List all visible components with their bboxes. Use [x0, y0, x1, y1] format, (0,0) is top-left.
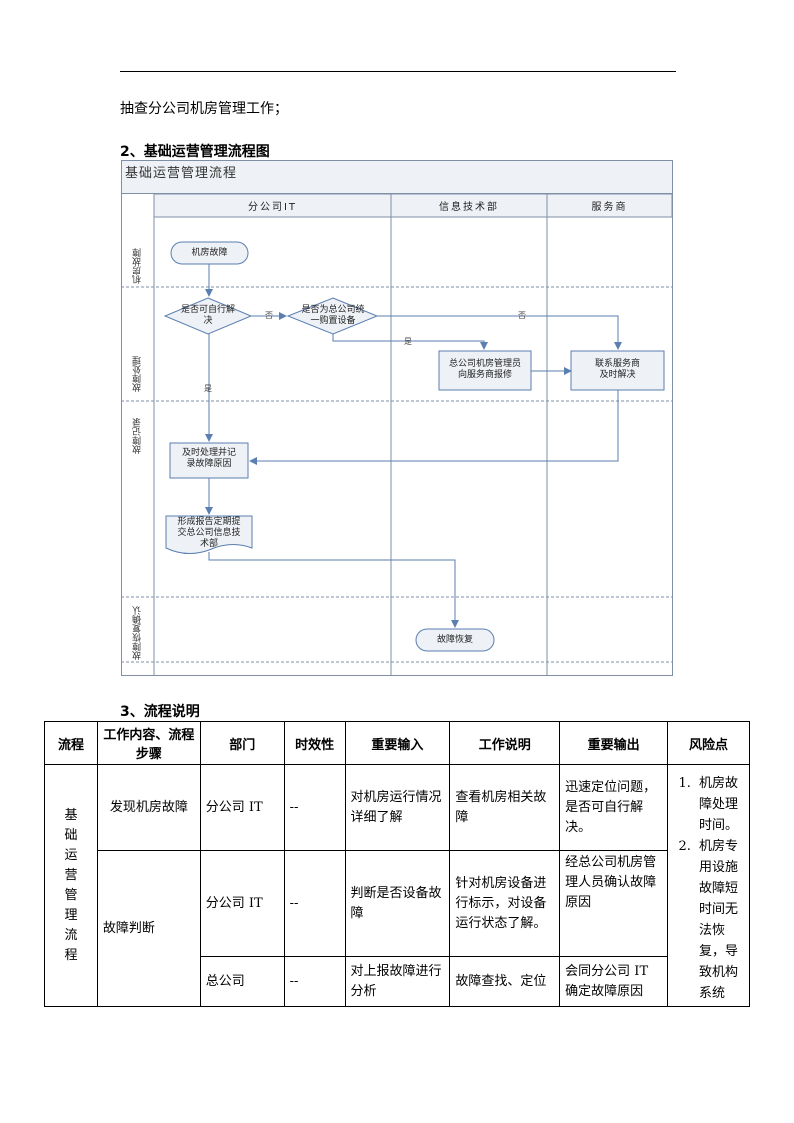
intro-paragraph: 抽查分公司机房管理工作；: [120, 101, 288, 117]
process-char: 流: [64, 927, 78, 943]
phase-label-confirm: 故障恢复确认: [133, 606, 143, 660]
timing-cell: --: [283, 764, 346, 851]
risk-cell: 机房故障处理时间。 机房专用设施故障短时间无法恢复，导致机构系统: [667, 764, 750, 1007]
hq-report-label-1: 总公司机房管理员: [448, 359, 521, 369]
table-row: 故障判断 分公司 IT -- 判断是否设备故障 针对机房设备进行标示，对设备运行…: [45, 850, 750, 1007]
decision-hq-equipment-label: 是否为总公司统一购置设备: [301, 305, 365, 326]
desc-cell: 针对机房设备进行标示，对设备运行状态了解。: [449, 850, 561, 957]
report-document: [165, 515, 253, 554]
phase-label-fault: 机房故障: [133, 248, 143, 284]
risk-list: 机房故障处理时间。 机房专用设施故障短时间无法恢复，导致机构系统: [673, 773, 744, 1004]
output-cell: 经总公司机房管理人员确认故障原因: [559, 850, 668, 957]
header-desc: 工作说明: [449, 721, 561, 765]
header-rule: [120, 71, 676, 72]
header-step: 工作内容、流程步骤: [96, 721, 201, 765]
report-label-1: 形成报告定期提: [177, 517, 241, 527]
dept-cell: 分公司 IT: [199, 764, 285, 851]
record-label-1: 及时处理并记: [181, 448, 236, 458]
vendor-label-1: 联系服务商: [594, 359, 640, 369]
vendor-label-2: 及时解决: [599, 370, 636, 380]
start-node-label: 机房故障: [191, 248, 228, 258]
flowchart-graphic: [121, 160, 673, 676]
table-row: 总公司 -- 对上报故障进行分析 故障查找、定位 会同分公司 IT 确定故障原因: [45, 956, 750, 1007]
input-cell: 对机房运行情况详细了解: [344, 764, 451, 851]
table-row: 基 础 运 营 管 理 流 程 发现机房故障 分公司 IT -- 对机房运行情况…: [44, 764, 750, 1007]
lane-vendor: 服务商: [591, 202, 628, 213]
header-output: 重要输出: [559, 721, 668, 765]
table-header-row: 流程 工作内容、流程步骤 部门 时效性 重要输入 工作说明 重要输出 风险点: [44, 721, 750, 765]
risk-item: 机房专用设施故障短时间无法恢复，导致机构系统: [695, 836, 744, 1004]
flowchart: 基础运营管理流程 分公司IT 信息技术部 服务商 机房故障 故障处理 故障记录 …: [121, 160, 673, 676]
process-char: 础: [64, 827, 78, 843]
header-dept: 部门: [199, 721, 285, 765]
edge-label-yes-1: 是: [404, 337, 412, 346]
section-2-heading: 2、基础运营管理流程图: [120, 144, 270, 160]
edge-label-no-2: 否: [518, 311, 526, 320]
decision-self-resolve: [163, 297, 253, 335]
desc-cell: 故障查找、定位: [449, 956, 561, 1007]
report-label-3: 术部: [199, 539, 218, 549]
edge-label-yes-2: 是: [204, 384, 212, 393]
dept-cell: 分公司 IT: [199, 850, 285, 957]
process-char: 运: [64, 847, 78, 863]
process-char: 管: [64, 887, 78, 903]
input-cell: 判断是否设备故障: [344, 850, 451, 957]
end-node: [415, 628, 495, 652]
process-table: 流程 工作内容、流程步骤 部门 时效性 重要输入 工作说明 重要输出 风险点 基…: [44, 721, 750, 1007]
timing-cell: --: [283, 956, 346, 1007]
step-cell: 发现机房故障: [96, 764, 201, 851]
process-char: 基: [64, 807, 78, 823]
input-cell: 对上报故障进行分析: [344, 956, 451, 1007]
process-char: 营: [64, 867, 78, 883]
end-node-label: 故障恢复: [436, 635, 473, 645]
hq-report-process: [438, 350, 532, 391]
step-cell: 故障判断: [96, 850, 201, 1007]
phase-label-record: 故障记录: [133, 418, 143, 454]
desc-cell: 查看机房相关故障: [449, 764, 561, 851]
process-name-cell: 基 础 运 营 管 理 流 程: [44, 764, 98, 1007]
section-3-heading: 3、流程说明: [120, 704, 200, 720]
header-timing: 时效性: [283, 721, 346, 765]
dept-cell: 总公司: [199, 956, 285, 1007]
header-risk: 风险点: [667, 721, 750, 765]
lane-it-dept: 信息技术部: [439, 202, 499, 213]
edge-label-no-1: 否: [265, 311, 273, 320]
record-label-2: 录故障原因: [186, 459, 232, 469]
lane-branch-it: 分公司IT: [247, 202, 298, 213]
output-cell: 迅速定位问题，是否可自行解决。: [559, 764, 668, 851]
report-label-2: 交总公司信息技: [177, 528, 241, 538]
header-input: 重要输入: [344, 721, 451, 765]
hq-report-label-2: 向服务商报修: [457, 370, 512, 380]
flowchart-title: 基础运营管理流程: [125, 166, 238, 181]
process-char: 程: [64, 947, 78, 963]
output-cell: 会同分公司 IT 确定故障原因: [559, 956, 668, 1007]
record-process: [169, 442, 249, 479]
risk-item: 机房故障处理时间。: [695, 773, 744, 836]
decision-self-resolve-label: 是否可自行解决: [181, 305, 236, 326]
header-process: 流程: [44, 721, 98, 765]
timing-cell: --: [283, 850, 346, 957]
process-char: 理: [64, 907, 78, 923]
